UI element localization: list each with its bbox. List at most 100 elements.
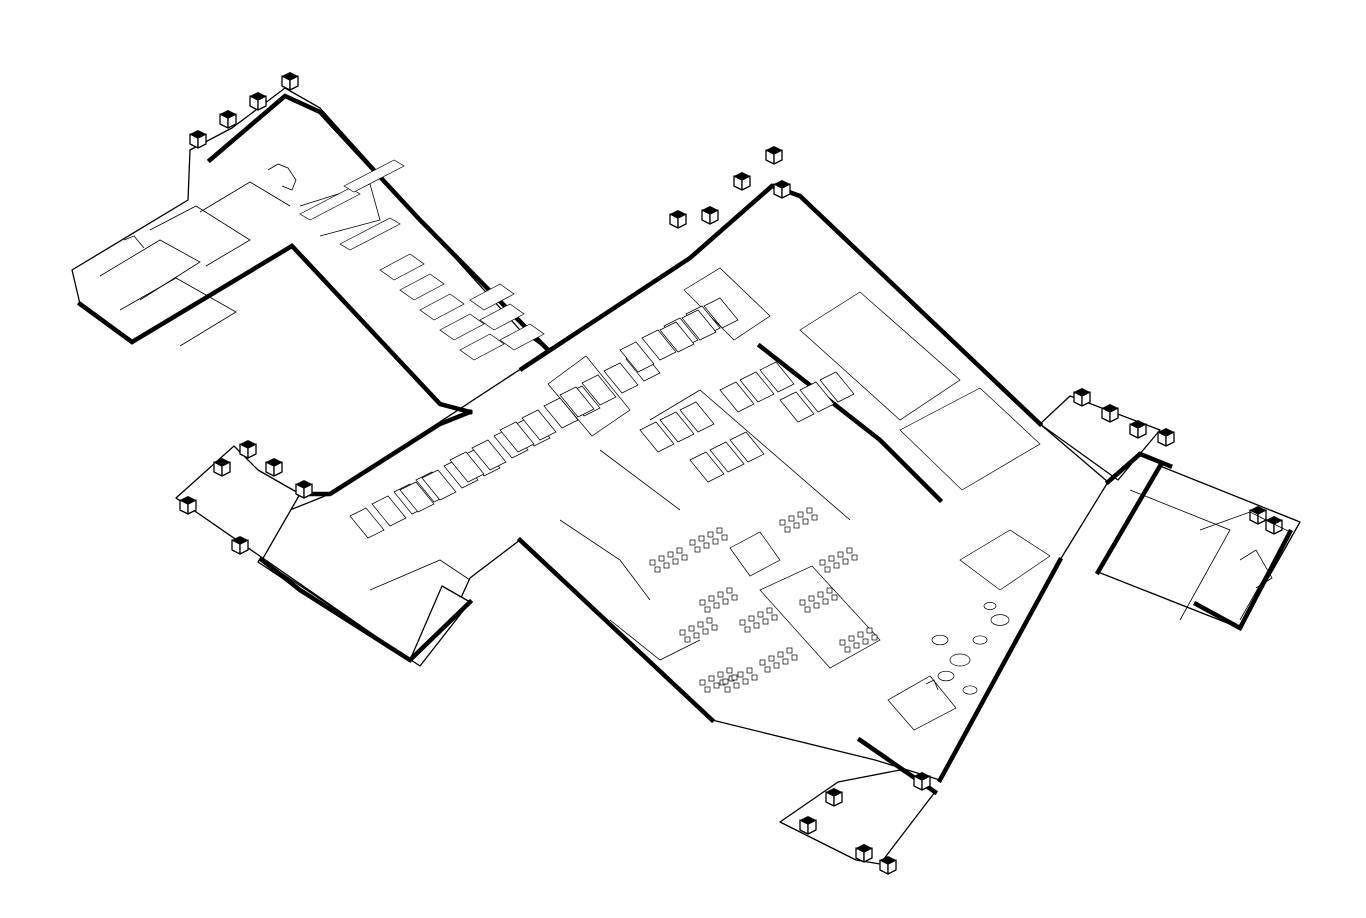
table [459, 333, 505, 361]
chair [802, 518, 809, 525]
table [339, 217, 401, 251]
chair [722, 678, 729, 685]
chair [708, 675, 715, 682]
chair [837, 551, 844, 558]
chair [699, 679, 706, 686]
chair [833, 562, 840, 569]
chair [716, 527, 723, 534]
chair [667, 551, 674, 558]
chair [708, 595, 715, 602]
table [499, 323, 545, 351]
pier-side [887, 859, 897, 875]
chair [703, 542, 710, 549]
chair [757, 611, 764, 618]
chair [751, 674, 758, 681]
meeting-tables [299, 159, 545, 361]
desk [399, 481, 435, 513]
desk [581, 374, 617, 406]
pier-side [677, 213, 687, 229]
chair [851, 554, 858, 561]
desk [681, 309, 717, 341]
chair [733, 682, 740, 689]
chair [813, 602, 820, 609]
chair [649, 559, 656, 566]
desk [719, 381, 755, 413]
chair [731, 594, 738, 601]
chair [839, 639, 846, 646]
desk [739, 371, 775, 403]
pier-side [257, 95, 267, 111]
chair [828, 555, 835, 562]
pier-side [221, 461, 231, 477]
chair [826, 587, 833, 594]
chair [871, 634, 878, 641]
chair [848, 635, 855, 642]
chair-clusters [649, 507, 878, 693]
desk [639, 421, 675, 453]
chair [804, 606, 811, 613]
chair [724, 686, 731, 693]
desk [421, 469, 457, 501]
chair [831, 594, 838, 601]
chair [846, 547, 853, 554]
chair [694, 546, 701, 553]
southwest-wing-slab [175, 445, 471, 667]
chair [768, 655, 775, 662]
chair [722, 598, 729, 605]
chair [866, 627, 873, 634]
round-table [972, 635, 988, 645]
round-table [983, 602, 997, 610]
chair [689, 539, 696, 546]
chair [853, 642, 860, 649]
desk [641, 329, 677, 361]
chair [817, 591, 824, 598]
chair [693, 632, 700, 639]
stair-icon [123, 163, 1273, 691]
pier-side [1165, 431, 1175, 447]
round-table [931, 634, 949, 646]
pier-side [303, 483, 313, 499]
chair [739, 619, 746, 626]
chair [737, 671, 744, 678]
chair [672, 558, 679, 565]
chair [811, 514, 818, 521]
chair [842, 558, 849, 565]
pier-side [1273, 519, 1283, 535]
desk [543, 397, 579, 429]
interior-partitions [99, 181, 1291, 731]
desk [689, 451, 725, 483]
pier-side [227, 113, 237, 129]
chair [712, 538, 719, 545]
chair [731, 674, 738, 681]
table [469, 283, 515, 311]
table [479, 303, 525, 331]
pier-side [807, 819, 817, 835]
table [399, 273, 445, 301]
pier-side [709, 209, 719, 225]
chair [726, 587, 733, 594]
desk [371, 495, 407, 527]
chair [684, 636, 691, 643]
pier-side [773, 149, 783, 165]
chair [711, 624, 718, 631]
chair [706, 617, 713, 624]
pier-side [187, 499, 197, 515]
chair [704, 686, 711, 693]
pier-side [273, 461, 283, 477]
pier-side [239, 539, 249, 555]
pier-side [1137, 423, 1147, 439]
chair [688, 625, 695, 632]
chair [762, 618, 769, 625]
chair [844, 646, 851, 653]
northeast-stair-slab [1039, 395, 1161, 481]
table [439, 313, 485, 341]
desk-rows [349, 297, 855, 539]
chair [704, 606, 711, 613]
chair [654, 566, 661, 573]
chair [862, 638, 869, 645]
desk [709, 441, 745, 473]
desk [703, 297, 739, 329]
chair [726, 667, 733, 674]
